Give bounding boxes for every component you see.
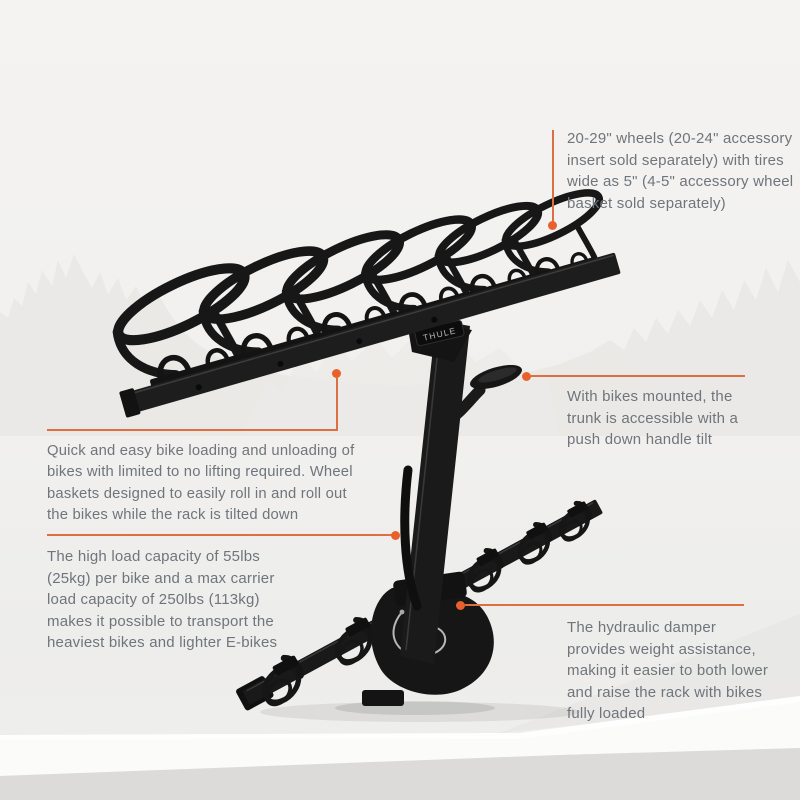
rack-shadow (260, 701, 580, 722)
callout-easy-loading-text: Quick and easy bike loading and unloadin… (47, 443, 355, 523)
thule-badge: THULE (414, 319, 465, 347)
mast: THULE (400, 316, 472, 664)
callout-hydraulic-damper-line (465, 604, 744, 606)
callout-load-capacity-line (47, 534, 392, 536)
callout-easy-loading-dot (332, 369, 341, 378)
main-rail (112, 189, 621, 418)
callout-tilt-access-line (531, 375, 745, 377)
callout-load-capacity-dot (391, 531, 400, 540)
callout-hydraulic-damper-text: The hydraulic damper provides weight ass… (567, 619, 769, 723)
display-table (0, 696, 800, 800)
tilt-handle (438, 364, 522, 430)
damper-cylinder (400, 465, 422, 611)
callout-wheel-size-dot (548, 221, 557, 230)
callout-easy-loading-line-horizontal (47, 429, 338, 431)
wheel-cradle-1 (261, 654, 304, 707)
callout-easy-loading-line-vertical (336, 377, 338, 430)
callout-tilt-access-dot (522, 372, 531, 381)
wheel-cradle-5 (558, 500, 592, 542)
callout-load-capacity-text: The high load capacity of 55lbs (25kg) p… (47, 548, 278, 652)
callout-wheel-size-text: 20-29" wheels (20-24" accessory insert s… (567, 130, 794, 212)
wheel-cradle-4 (517, 522, 553, 565)
wheel-cradle-3 (467, 547, 504, 593)
background-fold (500, 614, 800, 733)
wheel-basket-1 (112, 263, 250, 388)
callout-tilt-access-text: With bikes mounted, the trunk is accessi… (567, 388, 739, 449)
wheel-cradle-2 (335, 616, 375, 666)
callout-wheel-size-line (552, 130, 554, 222)
callout-hydraulic-damper-dot (456, 601, 465, 610)
